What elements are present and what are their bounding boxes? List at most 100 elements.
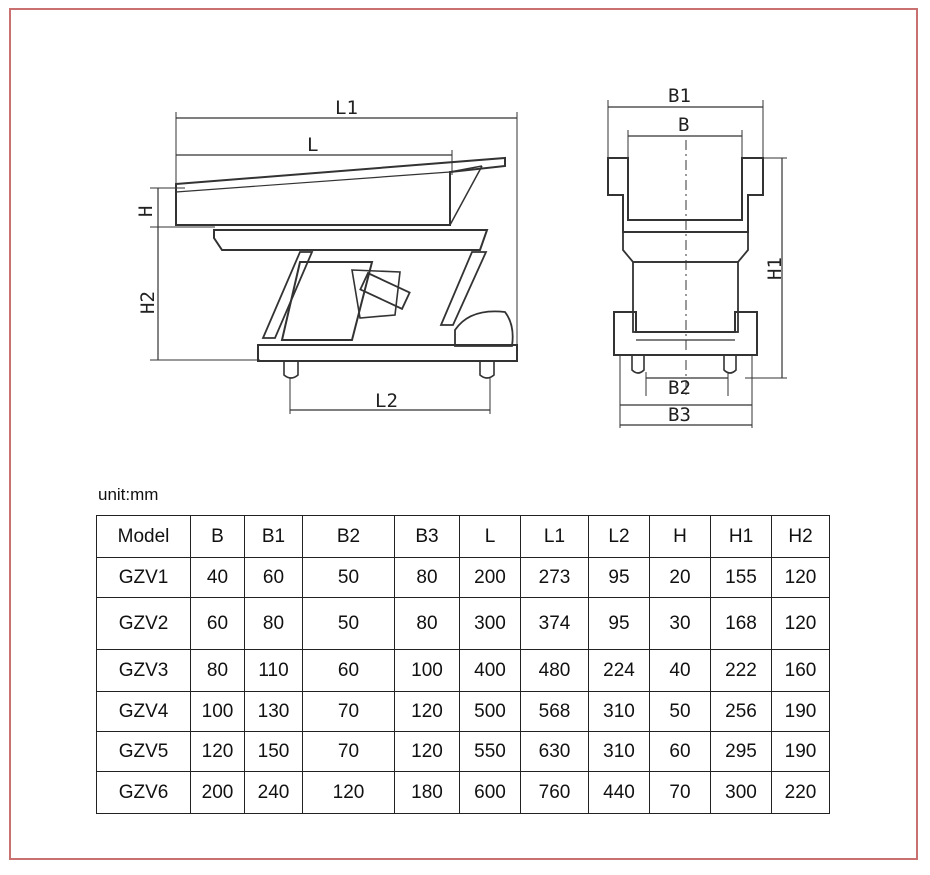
value-cell: 256	[710, 691, 772, 732]
value-cell: 70	[302, 731, 395, 772]
value-cell: 180	[394, 771, 460, 814]
value-cell: 120	[771, 597, 830, 650]
value-cell: 80	[394, 557, 460, 598]
value-cell: 40	[649, 649, 711, 692]
value-cell: 300	[710, 771, 772, 814]
value-cell: 160	[771, 649, 830, 692]
value-cell: 550	[459, 731, 521, 772]
label-l: L	[307, 134, 318, 156]
value-cell: 80	[190, 649, 245, 692]
col-l: L	[459, 515, 521, 558]
value-cell: 120	[190, 731, 245, 772]
value-cell: 500	[459, 691, 521, 732]
col-h2: H2	[771, 515, 830, 558]
value-cell: 400	[459, 649, 521, 692]
value-cell: 200	[190, 771, 245, 814]
value-cell: 220	[771, 771, 830, 814]
value-cell: 190	[771, 691, 830, 732]
value-cell: 95	[588, 597, 650, 650]
label-l2: L2	[375, 390, 398, 412]
value-cell: 95	[588, 557, 650, 598]
value-cell: 300	[459, 597, 521, 650]
label-b2: B2	[668, 377, 691, 399]
value-cell: 60	[244, 557, 303, 598]
value-cell: 120	[394, 691, 460, 732]
value-cell: 224	[588, 649, 650, 692]
col-l2: L2	[588, 515, 650, 558]
value-cell: 630	[520, 731, 589, 772]
value-cell: 310	[588, 731, 650, 772]
value-cell: 60	[302, 649, 395, 692]
value-cell: 70	[649, 771, 711, 814]
label-l1: L1	[335, 97, 358, 119]
col-b1: B1	[244, 515, 303, 558]
value-cell: 120	[302, 771, 395, 814]
col-model: Model	[96, 515, 191, 558]
value-cell: 60	[190, 597, 245, 650]
label-h1: H1	[764, 257, 786, 280]
col-l1: L1	[520, 515, 589, 558]
unit-label: unit:mm	[98, 485, 159, 504]
value-cell: 222	[710, 649, 772, 692]
col-h1: H1	[710, 515, 772, 558]
value-cell: 374	[520, 597, 589, 650]
col-b3: B3	[394, 515, 460, 558]
value-cell: 120	[771, 557, 830, 598]
value-cell: 80	[394, 597, 460, 650]
value-cell: 273	[520, 557, 589, 598]
value-cell: 40	[190, 557, 245, 598]
value-cell: 100	[394, 649, 460, 692]
col-b: B	[190, 515, 245, 558]
label-h2: H2	[137, 291, 159, 314]
model-cell: GZV2	[96, 597, 191, 650]
value-cell: 295	[710, 731, 772, 772]
value-cell: 200	[459, 557, 521, 598]
model-cell: GZV4	[96, 691, 191, 732]
value-cell: 30	[649, 597, 711, 650]
value-cell: 480	[520, 649, 589, 692]
value-cell: 80	[244, 597, 303, 650]
value-cell: 190	[771, 731, 830, 772]
col-h: H	[649, 515, 711, 558]
value-cell: 155	[710, 557, 772, 598]
value-cell: 168	[710, 597, 772, 650]
value-cell: 50	[302, 597, 395, 650]
value-cell: 50	[649, 691, 711, 732]
value-cell: 130	[244, 691, 303, 732]
model-cell: GZV3	[96, 649, 191, 692]
value-cell: 600	[459, 771, 521, 814]
front-view	[607, 100, 787, 428]
value-cell: 568	[520, 691, 589, 732]
value-cell: 60	[649, 731, 711, 772]
model-cell: GZV6	[96, 771, 191, 814]
value-cell: 100	[190, 691, 245, 732]
side-view	[150, 112, 518, 414]
feeder-drawing: L1 L H H2 L2 B1 B H1 B2 B3	[135, 85, 787, 428]
label-h: H	[135, 206, 157, 217]
value-cell: 310	[588, 691, 650, 732]
value-cell: 70	[302, 691, 395, 732]
value-cell: 760	[520, 771, 589, 814]
value-cell: 50	[302, 557, 395, 598]
header-row: Model B B1 B2 B3 L L1 L2 H H1 H2	[96, 515, 830, 558]
value-cell: 440	[588, 771, 650, 814]
label-b1: B1	[668, 85, 691, 107]
value-cell: 240	[244, 771, 303, 814]
col-b2: B2	[302, 515, 395, 558]
model-cell: GZV5	[96, 731, 191, 772]
value-cell: 20	[649, 557, 711, 598]
label-b: B	[678, 114, 689, 136]
value-cell: 110	[244, 649, 303, 692]
value-cell: 150	[244, 731, 303, 772]
model-cell: GZV1	[96, 557, 191, 598]
label-b3: B3	[668, 404, 691, 426]
value-cell: 120	[394, 731, 460, 772]
